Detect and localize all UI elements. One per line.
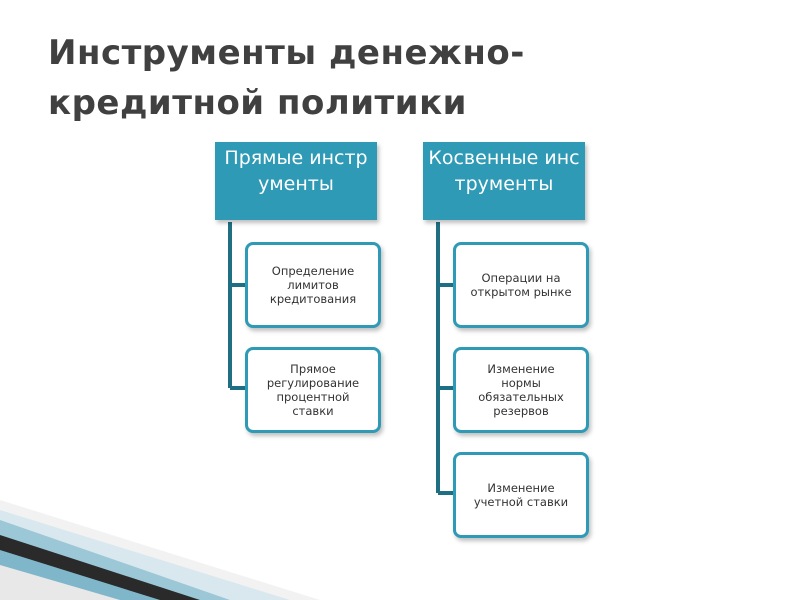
item-open-market-operations: Операции на открытом рынке [453,242,589,328]
slide-title-line-1: Инструменты денежно- [48,33,525,73]
item-interest-rate-regulation: Прямое регулирование процентной ставки [245,347,381,433]
slide-title: Инструменты денежно- кредитной политики [48,28,748,128]
item-reserve-requirements: Изменение нормы обязательных резервов [453,347,589,433]
corner-decoration [0,500,320,600]
item-credit-limits: Определение лимитов кредитования [245,242,381,328]
slide-title-line-2: кредитной политики [48,83,467,123]
item-discount-rate: Изменение учетной ставки [453,452,589,538]
indirect-instruments-header: Косвенные инструменты [423,142,585,220]
direct-instruments-header: Прямые инструменты [215,142,377,220]
